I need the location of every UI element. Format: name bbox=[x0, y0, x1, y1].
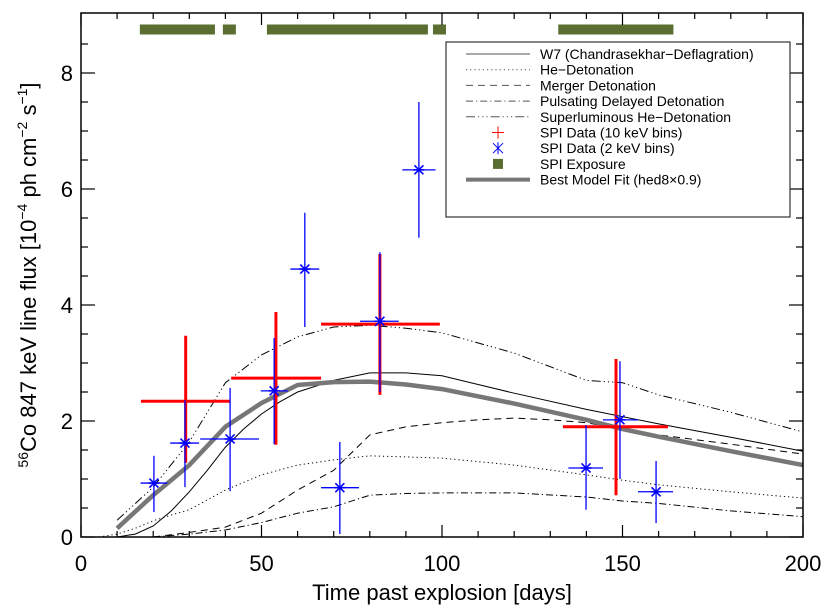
legend-item: SPI Data (10 keV bins) bbox=[492, 125, 682, 141]
y-label-exp2: −2 bbox=[14, 121, 30, 137]
legend-item: Best Model Fit (hed8×0.9) bbox=[466, 172, 701, 188]
exposure-bar bbox=[222, 24, 236, 35]
spi-10kev-point bbox=[562, 358, 668, 496]
y-label-mid: ph cm bbox=[16, 138, 41, 204]
y-tick-label: 0 bbox=[61, 525, 73, 550]
legend-item: Pulsating Delayed Detonation bbox=[466, 93, 724, 109]
spi-2kev-point bbox=[140, 455, 168, 513]
model-curve-solid bbox=[109, 372, 804, 538]
red-plus-icon bbox=[492, 126, 504, 139]
y-label-isotope-sup: 56 bbox=[15, 452, 31, 468]
x-axis-title: Time past explosion [days] bbox=[312, 580, 572, 605]
legend-item: Superluminous He−Detonation bbox=[466, 109, 731, 125]
legend-box bbox=[445, 41, 791, 218]
exposure-bar bbox=[139, 24, 215, 35]
exposure-bar bbox=[432, 24, 446, 35]
model-curve-dotted bbox=[98, 455, 804, 538]
exposure-bar bbox=[266, 24, 428, 35]
model-curve-dashed bbox=[153, 417, 804, 538]
legend-label: Best Model Fit (hed8×0.9) bbox=[540, 172, 701, 188]
spi-2kev-point bbox=[638, 461, 674, 524]
legend-label: He−Detonation bbox=[540, 62, 634, 78]
x-tick-label: 200 bbox=[785, 551, 822, 576]
spi-2kev-point bbox=[200, 387, 259, 492]
plot-axes: 0 50 100 150 200 0 2 4 6 8 bbox=[61, 12, 822, 576]
legend-label: SPI Exposure bbox=[540, 156, 626, 172]
green-square-icon bbox=[493, 158, 503, 169]
legend: W7 (Chandrasekhar−Deflagration)He−Detona… bbox=[445, 41, 791, 218]
x-tick-label: 100 bbox=[424, 551, 461, 576]
y-label-main: Co 847 keV line flux [10 bbox=[16, 220, 41, 452]
spi-data-points bbox=[140, 102, 674, 535]
spi-10kev-point bbox=[231, 311, 322, 445]
legend-label: Merger Detonation bbox=[540, 77, 656, 93]
best-fit-curve bbox=[115, 379, 804, 530]
spi-2kev-point bbox=[260, 338, 288, 445]
y-tick-label: 4 bbox=[61, 293, 73, 318]
y-label-mid2: s bbox=[16, 105, 41, 122]
y-label-exp3: −1 bbox=[14, 88, 30, 104]
legend-item: He−Detonation bbox=[466, 62, 634, 78]
y-tick-label: 2 bbox=[61, 409, 73, 434]
legend-item: SPI Exposure bbox=[493, 156, 626, 172]
model-curves bbox=[98, 324, 804, 538]
exposure-bar bbox=[558, 24, 674, 35]
legend-item: SPI Data (2 keV bins) bbox=[492, 140, 675, 156]
y-axis-title: 56Co 847 keV line flux [10−4 ph cm−2 s−1… bbox=[14, 82, 41, 467]
x-tick-label: 50 bbox=[249, 551, 273, 576]
spi-2kev-point bbox=[360, 252, 399, 392]
y-tick-label: 6 bbox=[61, 177, 73, 202]
model-curve-dashdotdotdot bbox=[116, 324, 804, 521]
y-label-exp1: −4 bbox=[14, 203, 30, 219]
spi-exposure-bars bbox=[139, 24, 674, 35]
y-tick-label: 8 bbox=[61, 61, 73, 86]
spi-2kev-point bbox=[568, 425, 604, 510]
model-curve-dashdot bbox=[153, 492, 804, 538]
spi-2kev-point bbox=[321, 441, 359, 535]
legend-label: Superluminous He−Detonation bbox=[540, 109, 731, 125]
legend-item: W7 (Chandrasekhar−Deflagration) bbox=[466, 46, 754, 62]
x-tick-label: 150 bbox=[604, 551, 641, 576]
spi-2kev-point bbox=[170, 400, 200, 488]
spi-2kev-point bbox=[603, 361, 639, 479]
spi-2kev-point bbox=[290, 212, 320, 328]
legend-item: Merger Detonation bbox=[466, 77, 656, 93]
spi-2kev-point bbox=[402, 102, 436, 238]
legend-label: SPI Data (2 keV bins) bbox=[540, 140, 675, 156]
legend-label: Pulsating Delayed Detonation bbox=[540, 93, 724, 109]
legend-label: W7 (Chandrasekhar−Deflagration) bbox=[540, 46, 754, 62]
y-label-end: ] bbox=[16, 82, 41, 88]
legend-label: SPI Data (10 keV bins) bbox=[540, 125, 682, 141]
x-tick-label: 0 bbox=[75, 551, 87, 576]
blue-asterisk-icon bbox=[492, 142, 504, 155]
